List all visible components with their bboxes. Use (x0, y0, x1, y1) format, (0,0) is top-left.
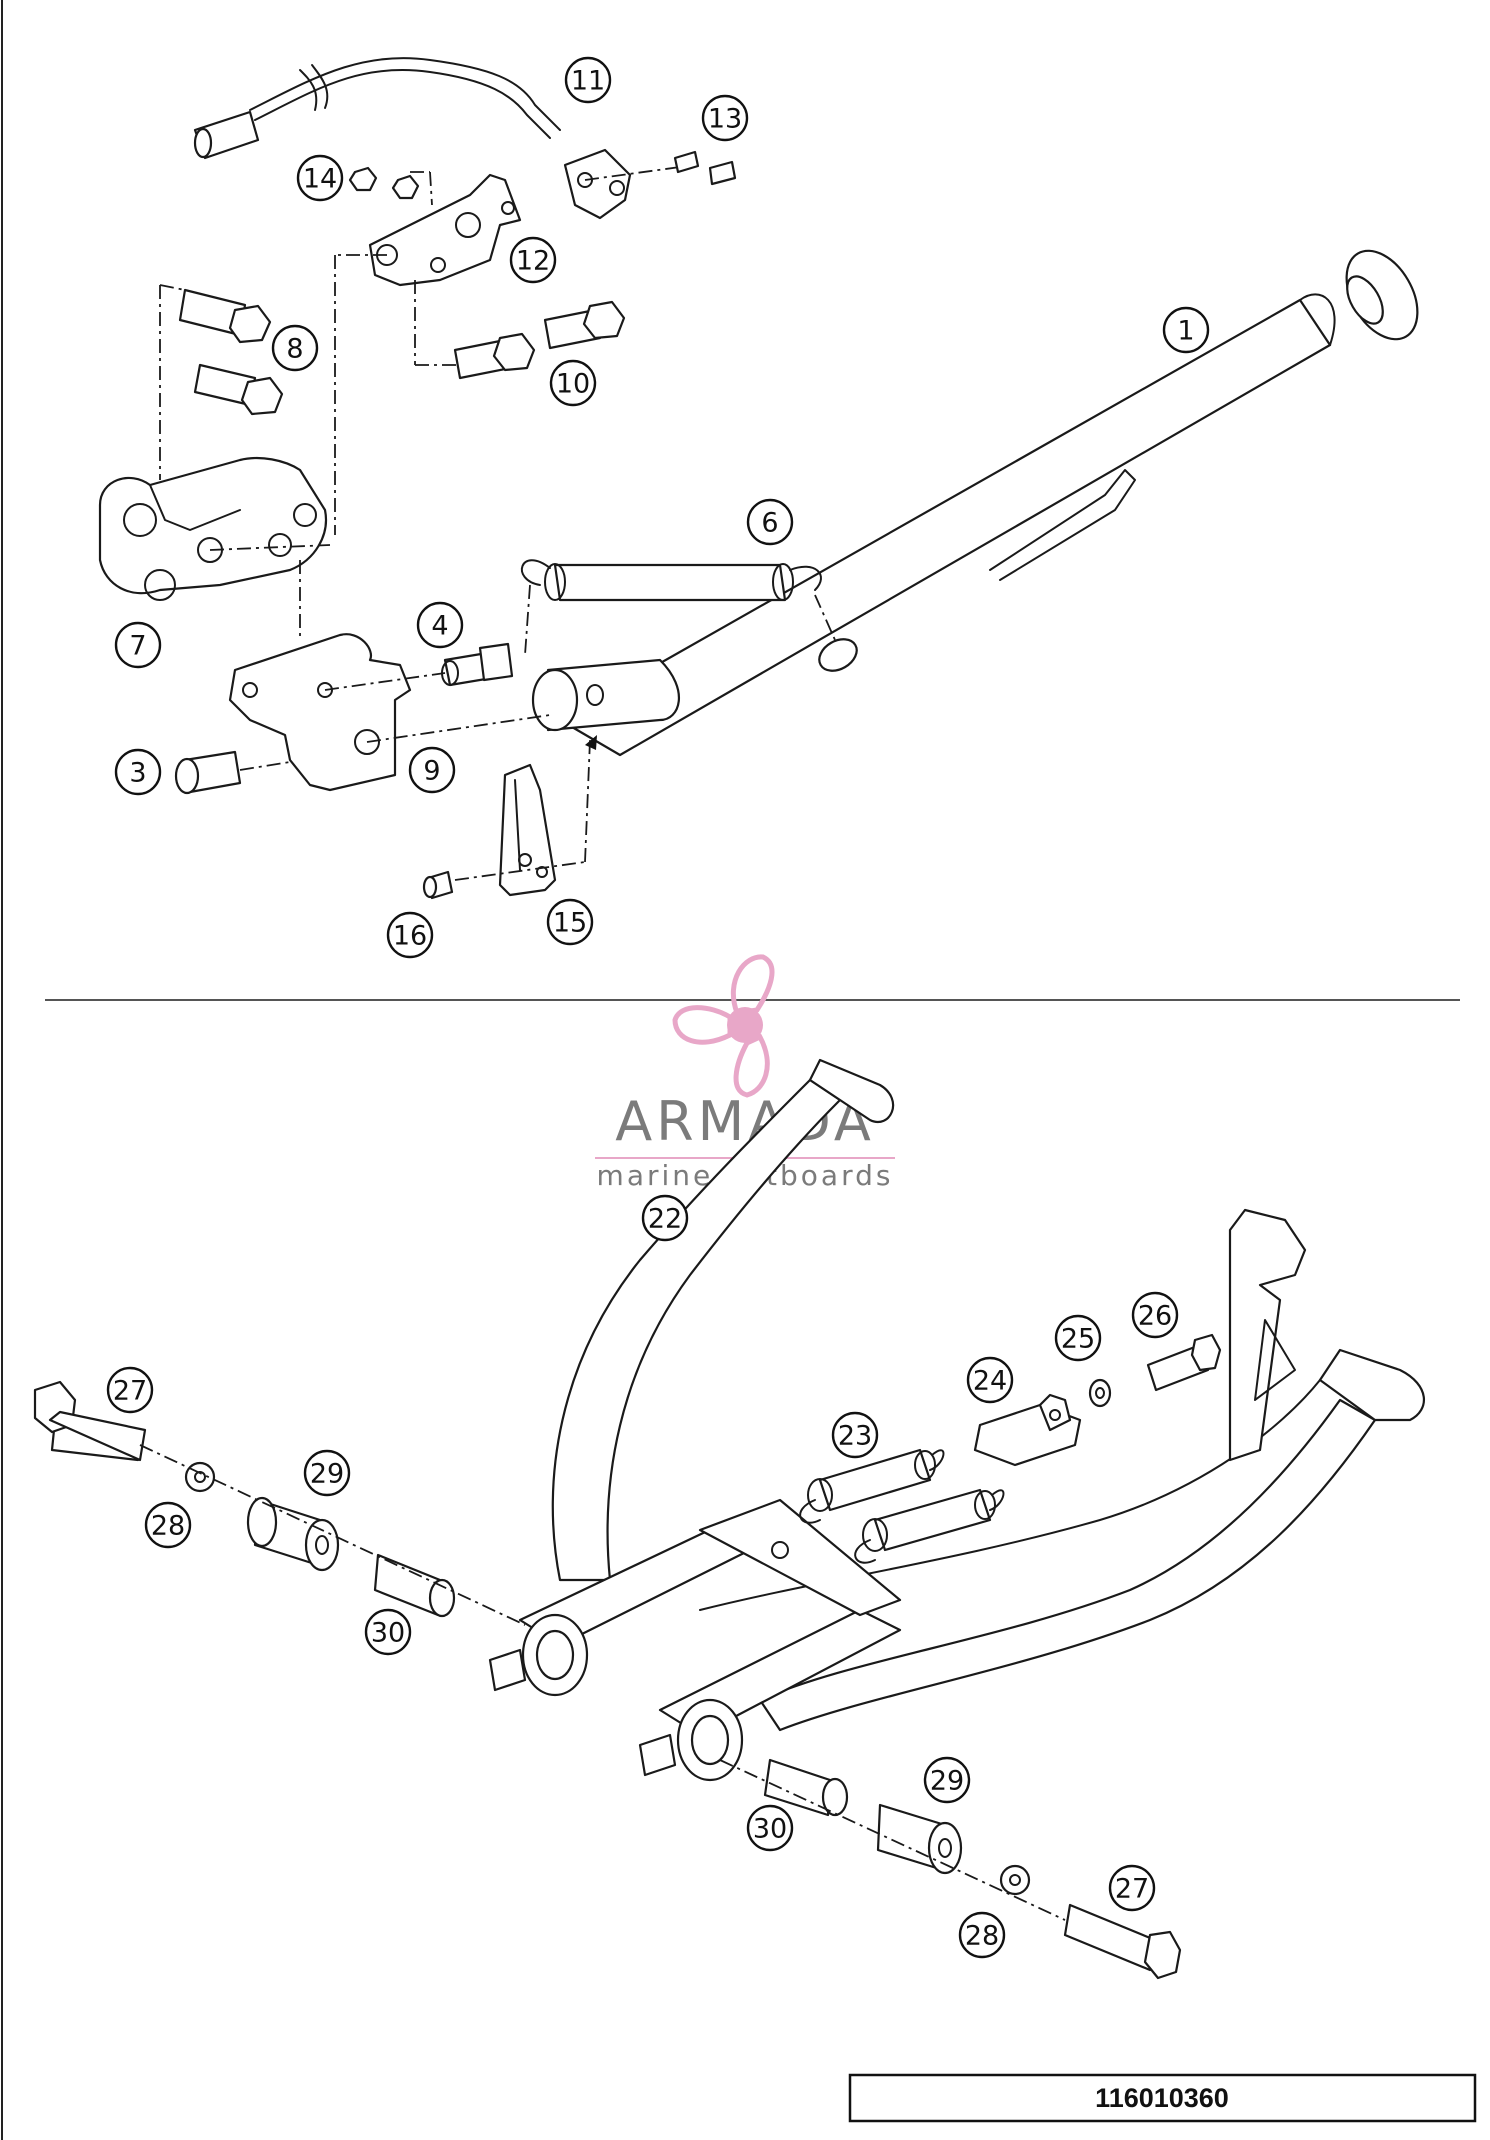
spring (521, 559, 836, 656)
callout-30: 30 (364, 1608, 412, 1656)
switch-bracket (454, 735, 597, 897)
callout-6: 6 (746, 498, 794, 546)
bracket-bolts (453, 300, 626, 380)
washer (1088, 1378, 1112, 1408)
mounting-bolts (159, 284, 284, 480)
svg-text:30: 30 (753, 1814, 787, 1845)
svg-text:7: 7 (129, 631, 146, 662)
left-hardware (33, 1380, 526, 1626)
side-stand-assembly: 1 3 4 6 7 8 9 10 11 12 13 14 15 16 (98, 56, 1419, 959)
part-code-box: 116010360 (848, 2073, 1477, 2123)
callout-7: 7 (114, 621, 162, 669)
svg-text:13: 13 (708, 104, 742, 135)
svg-text:24: 24 (973, 1366, 1007, 1397)
svg-text:22: 22 (648, 1204, 682, 1235)
callout-22: 22 (641, 1194, 689, 1242)
callout-26: 26 (1131, 1291, 1179, 1339)
screws (673, 150, 737, 186)
stud (441, 642, 514, 687)
svg-text:28: 28 (151, 1511, 185, 1542)
svg-text:8: 8 (286, 334, 303, 365)
callout-28b: 28 (958, 1911, 1006, 1959)
svg-text:29: 29 (930, 1766, 964, 1797)
callout-30b: 30 (746, 1804, 794, 1852)
svg-text:30: 30 (371, 1618, 405, 1649)
right-hardware (719, 1758, 1182, 1980)
center-stand-frame (488, 1058, 1426, 1782)
callout-10: 10 (549, 359, 597, 407)
callout-29b: 29 (923, 1756, 971, 1804)
svg-text:3: 3 (129, 758, 146, 789)
bracket-plate (228, 633, 551, 792)
svg-text:1: 1 (1177, 316, 1194, 347)
callout-25: 25 (1054, 1314, 1102, 1362)
callout-9: 9 (408, 746, 456, 794)
svg-text:14: 14 (303, 164, 337, 195)
svg-text:28: 28 (965, 1921, 999, 1952)
svg-text:4: 4 (431, 611, 448, 642)
svg-text:27: 27 (113, 1376, 147, 1407)
sensor-bracket (334, 173, 522, 535)
callout-4: 4 (416, 601, 464, 649)
callout-1: 1 (1162, 306, 1210, 354)
callout-27b: 27 (1108, 1864, 1156, 1912)
callout-28: 28 (144, 1501, 192, 1549)
callout-12: 12 (509, 236, 557, 284)
callout-8: 8 (271, 324, 319, 372)
svg-text:29: 29 (310, 1459, 344, 1490)
propeller-logo-icon (672, 954, 775, 1098)
svg-text:16: 16 (393, 921, 427, 952)
return-springs (799, 1448, 1005, 1564)
callout-14: 14 (296, 154, 344, 202)
callout-23: 23 (831, 1411, 879, 1459)
callout-15: 15 (546, 898, 594, 946)
svg-text:15: 15 (553, 908, 587, 939)
plate-bolt (1146, 1333, 1222, 1392)
callout-16: 16 (386, 911, 434, 959)
callout-3: 3 (114, 748, 162, 796)
svg-text:9: 9 (423, 756, 440, 787)
callout-11: 11 (564, 56, 612, 104)
center-stand-assembly: 22 23 24 25 26 27 28 29 30 27 28 29 30 (33, 1058, 1426, 1980)
callout-27: 27 (106, 1366, 154, 1414)
svg-text:11: 11 (571, 66, 605, 97)
callout-24: 24 (966, 1356, 1014, 1404)
mounting-bracket (98, 456, 331, 640)
callout-29: 29 (303, 1449, 351, 1497)
svg-text:10: 10 (556, 369, 590, 400)
svg-text:25: 25 (1061, 1324, 1095, 1355)
svg-text:6: 6 (761, 508, 778, 539)
callout-13: 13 (701, 94, 749, 142)
sensor-cable (193, 57, 696, 220)
part-code: 116010360 (1095, 2083, 1229, 2113)
small-screw (422, 870, 454, 900)
svg-text:27: 27 (1115, 1874, 1149, 1905)
side-stand-leg (531, 249, 1419, 757)
svg-text:26: 26 (1138, 1301, 1172, 1332)
bushing (174, 750, 291, 795)
svg-text:23: 23 (838, 1421, 872, 1452)
spring-plate (973, 1393, 1082, 1467)
svg-text:12: 12 (516, 246, 550, 277)
nut (348, 166, 433, 206)
